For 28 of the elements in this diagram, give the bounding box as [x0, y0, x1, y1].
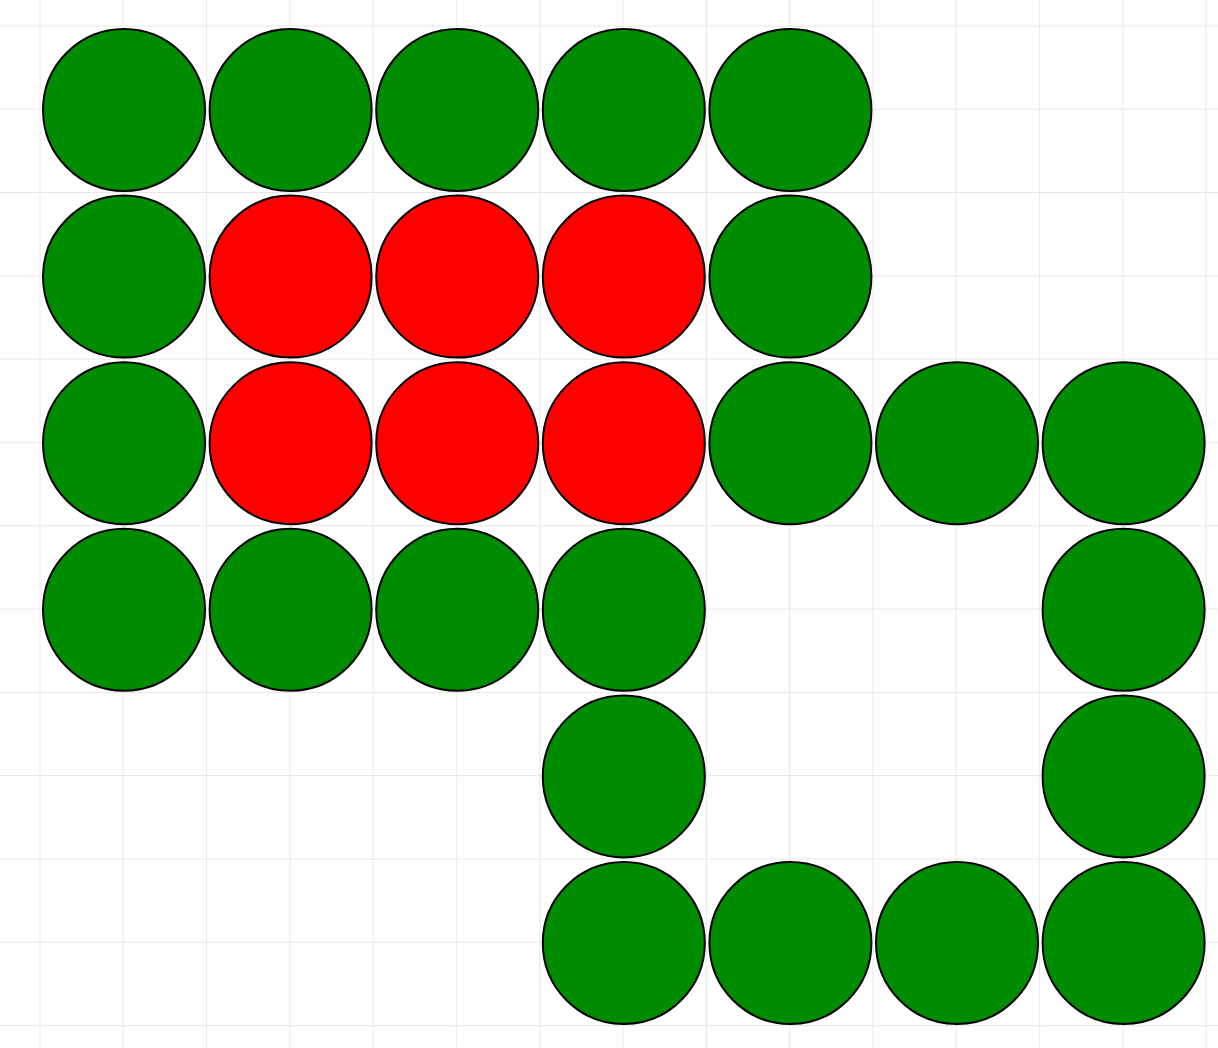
circle [42, 361, 206, 526]
circle [1041, 361, 1206, 526]
circle [1041, 527, 1206, 692]
circle [208, 194, 373, 359]
circle [375, 361, 540, 526]
circle [375, 194, 540, 359]
circle [541, 694, 706, 859]
circle [1041, 861, 1206, 1025]
circle [42, 527, 206, 692]
circle [208, 361, 373, 526]
circle [708, 28, 873, 192]
circle [708, 861, 873, 1025]
circle [541, 194, 706, 359]
circle [42, 28, 206, 192]
circle [541, 861, 706, 1025]
circle [708, 194, 873, 359]
circle [1041, 694, 1206, 859]
circle [375, 527, 540, 692]
circle [541, 361, 706, 526]
circle [541, 527, 706, 692]
circle [208, 527, 373, 692]
circle [42, 194, 206, 359]
circle [875, 861, 1039, 1025]
circle [375, 28, 540, 192]
circle [541, 28, 706, 192]
circle [208, 28, 373, 192]
circle [708, 361, 873, 526]
circle [875, 361, 1039, 526]
